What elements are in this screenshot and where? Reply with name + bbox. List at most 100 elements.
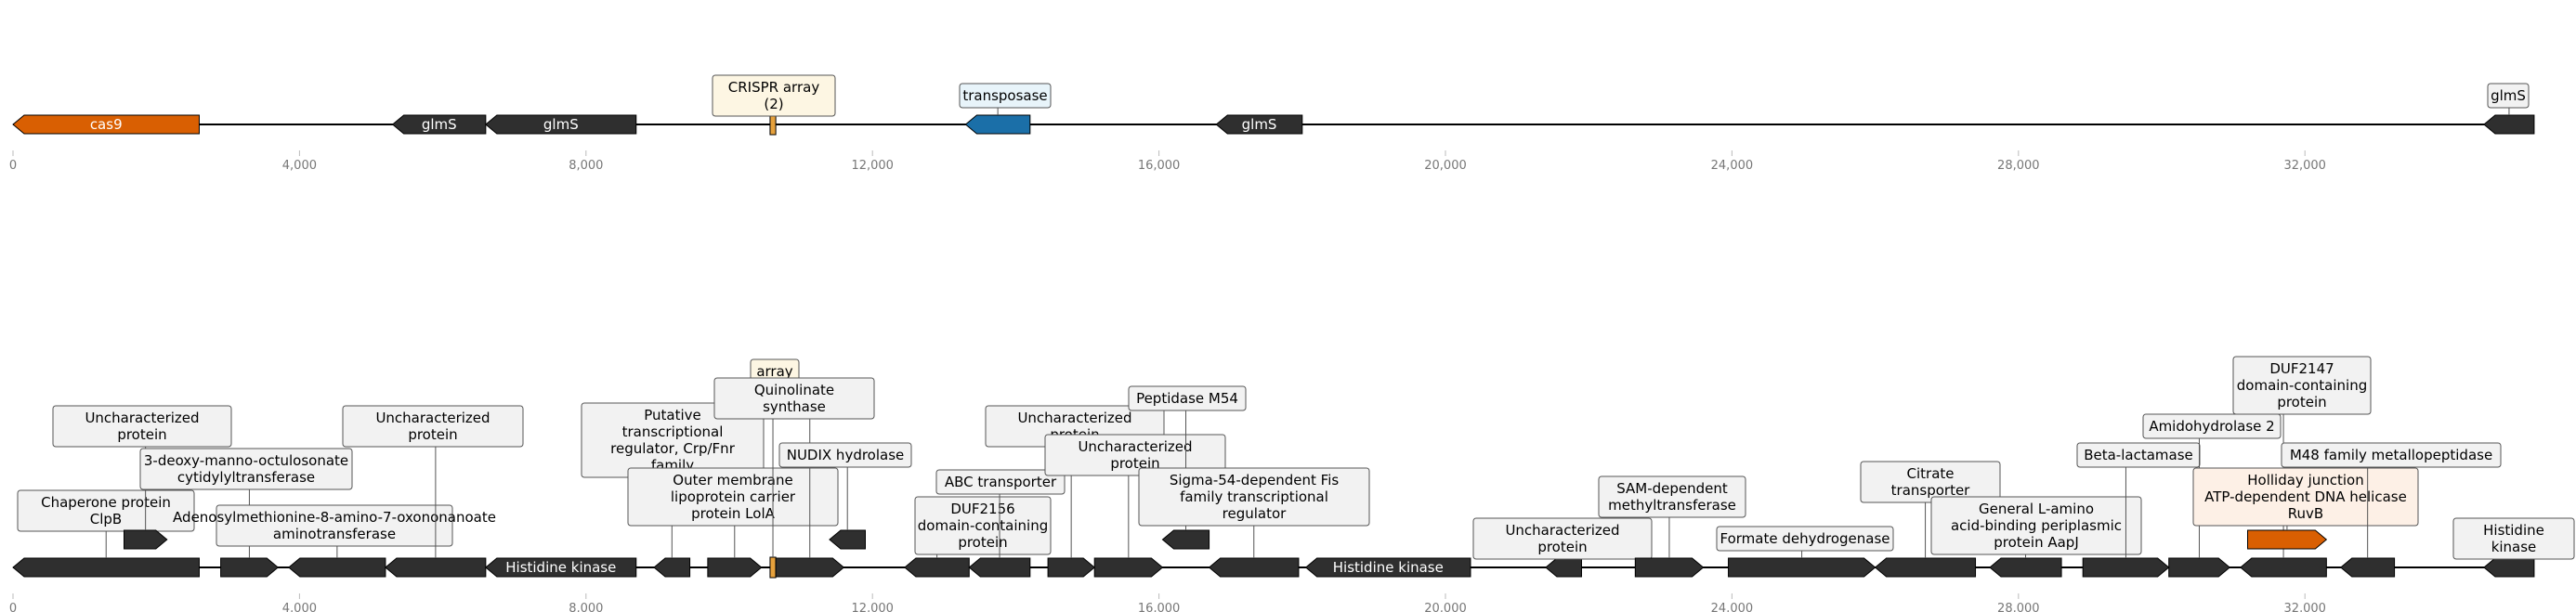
- gene-shape: [12, 114, 200, 135]
- gene-label-box: [1128, 385, 1247, 411]
- gene-label-box: [914, 496, 1052, 555]
- gene-shape: [288, 557, 386, 578]
- gene-shape: [769, 113, 777, 136]
- axis-tick-label: 0: [9, 159, 17, 173]
- gene-label-box: [1138, 467, 1370, 527]
- crispr-array[interactable]: CRISPR array(2): [712, 74, 836, 136]
- gene-label-box: [17, 489, 195, 532]
- gene-arrow[interactable]: ABC transporter: [935, 469, 1066, 578]
- axis-tick-label: 12,000: [851, 602, 894, 612]
- axis-tick-label: 0: [9, 602, 17, 612]
- gene-label: Amidohydrolase 2: [2149, 418, 2274, 435]
- gene-label-box: [2452, 517, 2575, 560]
- gene-arrow[interactable]: M48 family metallopeptidase: [2281, 442, 2502, 578]
- axis-tick-label: 8,000: [569, 602, 603, 612]
- gene-shape: [829, 529, 866, 550]
- gene-label-box: [627, 467, 839, 527]
- gene-arrow[interactable]: Adenosylmethionine-8-amino-7-oxononanoat…: [173, 504, 496, 578]
- gene-label-box: [778, 442, 912, 468]
- gene-label-box: [935, 469, 1066, 495]
- gene-shape: [775, 557, 845, 578]
- gene-label-box: [2487, 83, 2530, 109]
- gene-label: CRISPR array(2): [728, 79, 820, 112]
- axis-tick-label: 28,000: [1997, 159, 2040, 173]
- gene-label: glmS: [2491, 87, 2526, 104]
- gene-arrow[interactable]: Beta-lactamase: [2076, 442, 2201, 578]
- gene-label-box: [139, 448, 353, 490]
- gene-arrow[interactable]: glmS: [391, 114, 487, 135]
- gene-shape: [707, 557, 763, 578]
- gene-arrow[interactable]: Peptidase M54: [1128, 385, 1247, 550]
- gene-shape: [1304, 557, 1471, 578]
- gene-label: Peptidase M54: [1136, 390, 1238, 407]
- gene-label-box: [2142, 413, 2282, 439]
- gene-shape: [124, 529, 168, 550]
- gene-shape: [1208, 557, 1300, 578]
- gene-arrow[interactable]: Histidine kinase: [1304, 557, 1471, 578]
- gene-arrow[interactable]: glmS: [2483, 83, 2535, 135]
- gene-label: ABC transporter: [945, 474, 1057, 490]
- transposase-gene[interactable]: transposase: [959, 83, 1052, 135]
- gene-label-box: [2232, 356, 2372, 415]
- gene-label-box: [713, 377, 875, 420]
- gene-arrow[interactable]: Histidine kinase: [485, 557, 637, 578]
- gene-arrow[interactable]: NUDIX hydrolase: [778, 442, 912, 550]
- axis-tick-label: 12,000: [851, 159, 894, 173]
- gene-shape: [385, 557, 487, 578]
- gene-label: Beta-lactamase: [2084, 447, 2193, 463]
- gene-label: NUDIX hydrolase: [787, 447, 905, 463]
- gene-inner-label: cas9: [90, 116, 123, 133]
- gene-arrow[interactable]: glmS: [485, 114, 637, 135]
- gene-label-box: [216, 504, 453, 547]
- gene-arrow[interactable]: Formate dehydrogenase: [1716, 526, 1894, 578]
- gene-shape: [1874, 557, 1977, 578]
- gene-shape: [1161, 529, 1210, 550]
- gene-label: transposase: [962, 87, 1047, 104]
- gene-label-box: [959, 83, 1052, 109]
- gene-shape: [653, 557, 691, 578]
- axis-tick-label: 32,000: [2283, 602, 2326, 612]
- gene-arrow[interactable]: glmS: [1215, 114, 1303, 135]
- gene-arrow[interactable]: Amidohydrolase 2: [2142, 413, 2282, 578]
- cas-gene[interactable]: cas9: [12, 114, 200, 135]
- gene-label-box: [2076, 442, 2201, 468]
- gene-inner-label: glmS: [1242, 116, 1277, 133]
- gene-label-box: [1930, 496, 2142, 555]
- gene-inner-label: glmS: [422, 116, 457, 133]
- axis-tick-label: 28,000: [1997, 602, 2040, 612]
- gene-label-box: [1860, 461, 2001, 503]
- gene-label-box: [1598, 475, 1746, 518]
- gene-shape: [2483, 557, 2535, 578]
- gene-shape: [1634, 557, 1705, 578]
